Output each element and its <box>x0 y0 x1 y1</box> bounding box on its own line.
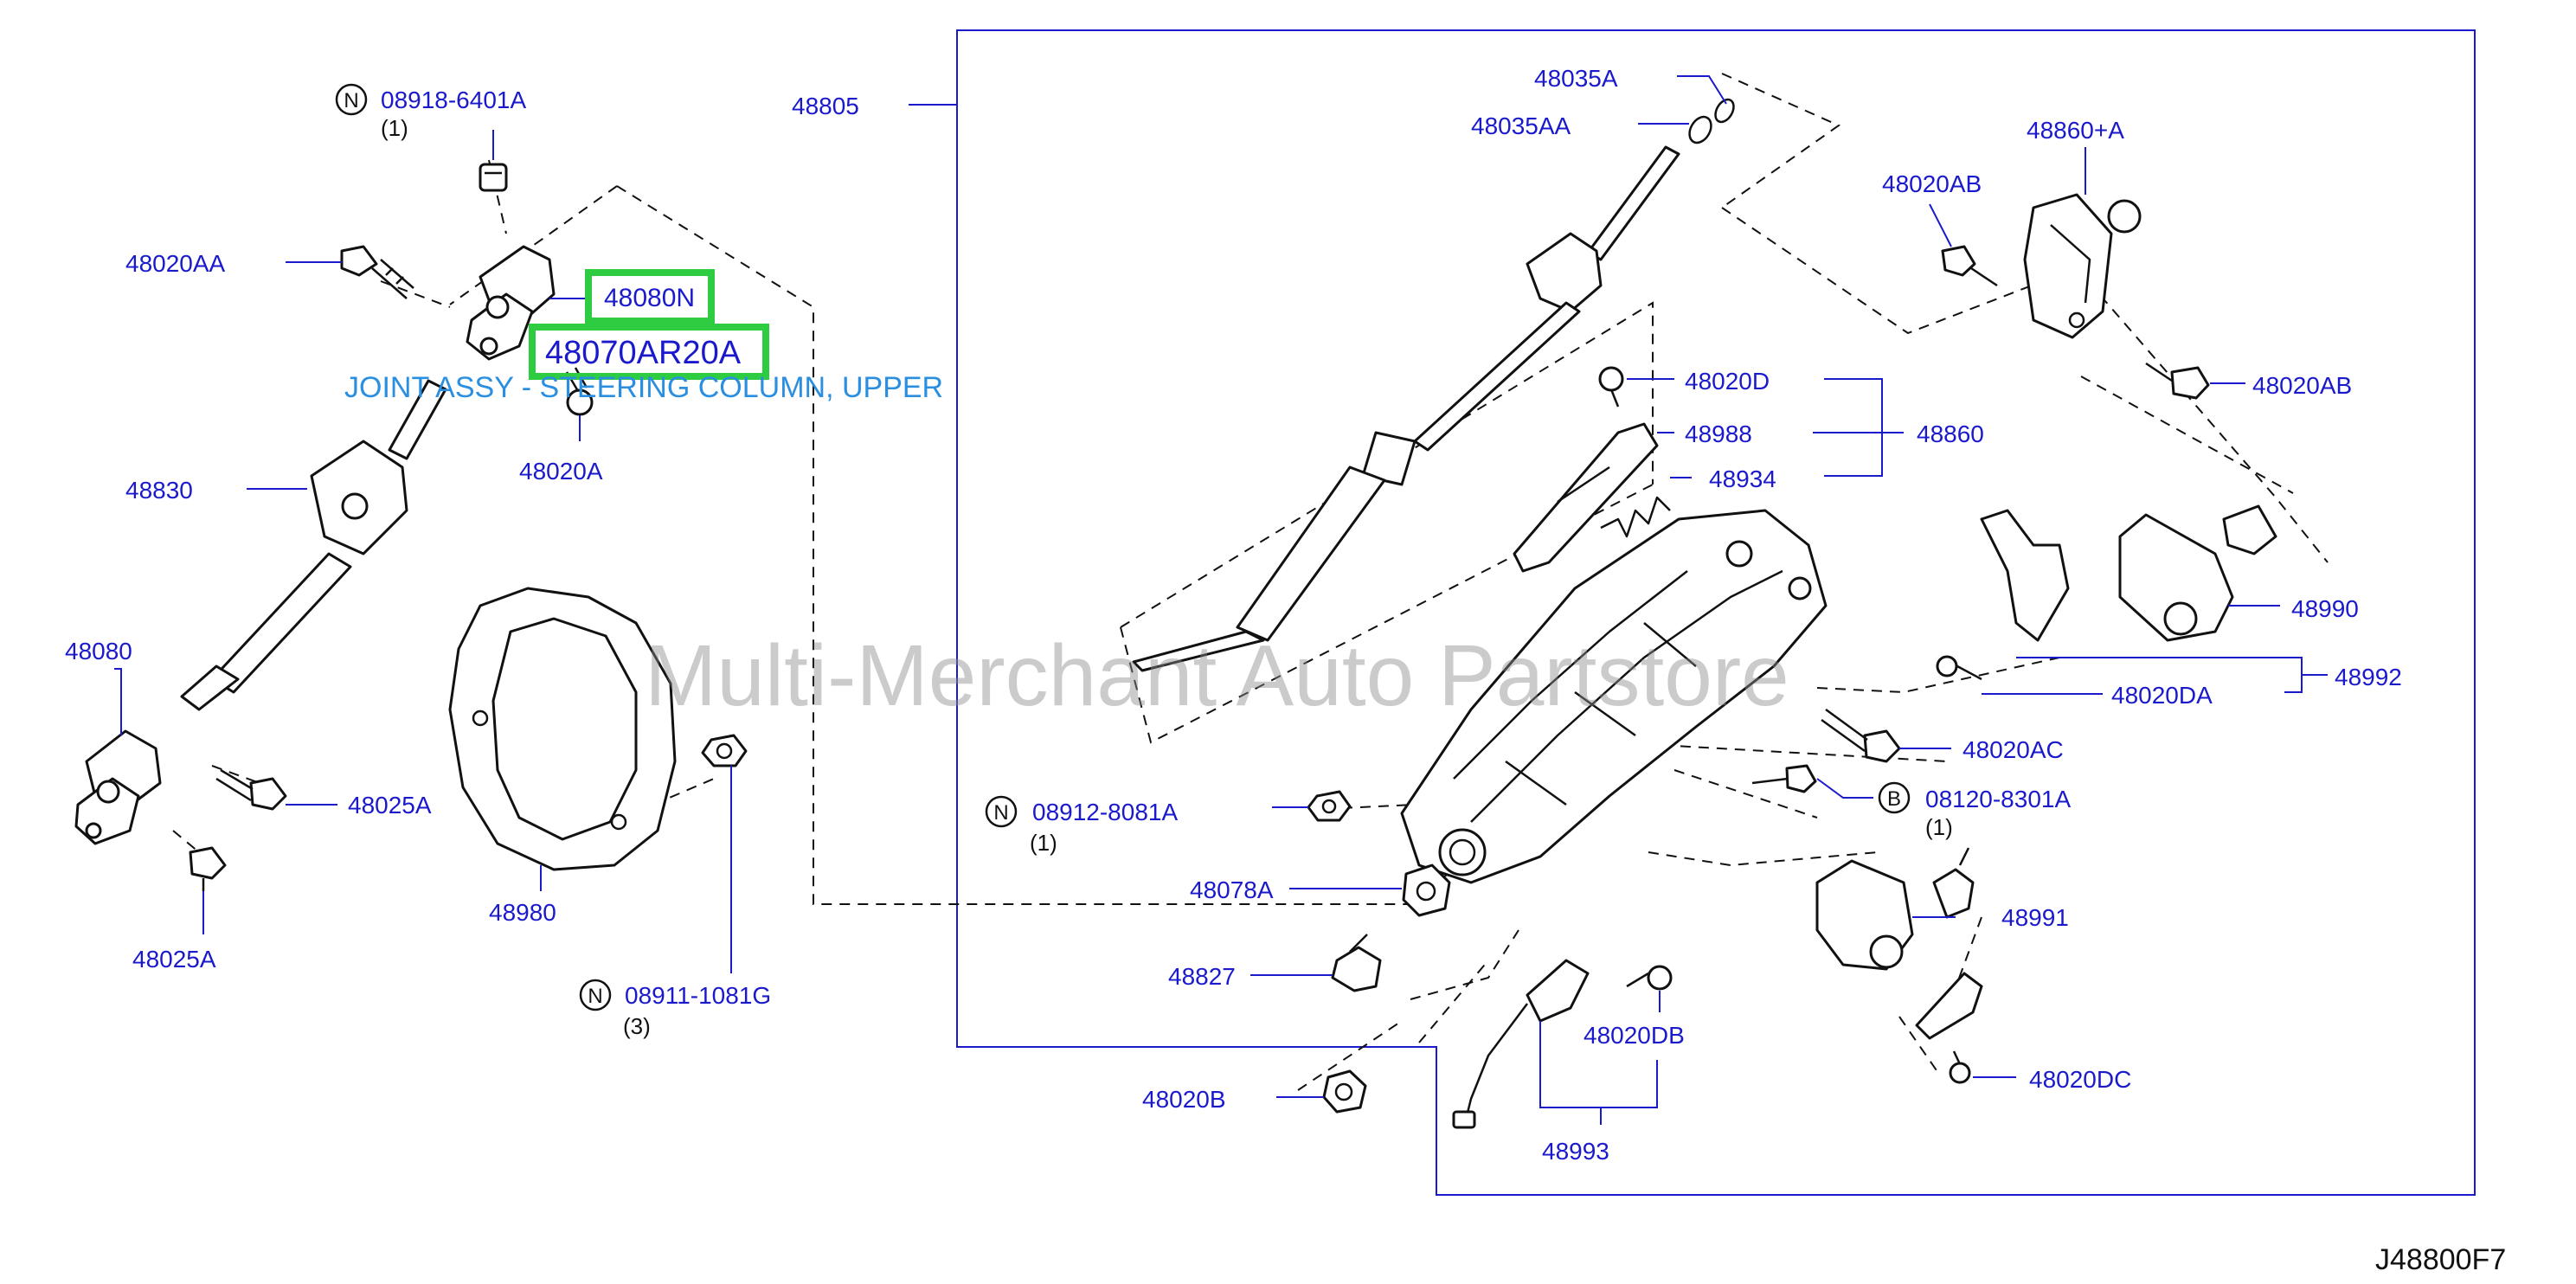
column-housing <box>1400 509 1828 884</box>
qty-08912: (1) <box>1030 830 1057 856</box>
label-48020D: 48020D <box>1685 368 1770 395</box>
switch-48991 <box>1815 847 1975 971</box>
nut-48078A <box>1402 863 1451 917</box>
symbol-n-08918: N <box>344 89 358 112</box>
sensor-48993 <box>1452 959 1590 1129</box>
label-48020AB-upper: 48020AB <box>1882 170 1982 197</box>
bracket-48860A <box>2023 193 2142 339</box>
label-48025A-upper: 48025A <box>348 792 432 819</box>
boot-48980 <box>448 587 677 871</box>
bolt-48020AA <box>340 245 414 299</box>
label-48993: 48993 <box>1542 1138 1609 1165</box>
nut-08911 <box>701 734 748 767</box>
nut-08912 <box>1307 790 1352 822</box>
diagram-reference: J48800F7 <box>2375 1243 2506 1276</box>
label-48020AB-lower: 48020AB <box>2252 372 2352 399</box>
assembly-frame <box>956 29 2476 1196</box>
label-48035AA: 48035AA <box>1471 112 1571 139</box>
label-48934: 48934 <box>1709 465 1776 492</box>
symbol-n-08911: N <box>588 985 602 1008</box>
label-48020DB: 48020DB <box>1584 1022 1685 1049</box>
bolt-48020DC <box>1949 1050 1971 1084</box>
joint-48080 <box>74 729 162 845</box>
label-48860A: 48860+A <box>2027 117 2124 144</box>
nut-08918 <box>479 163 508 192</box>
qty-08120: (1) <box>1925 814 1953 840</box>
highlight-label-48070AR20A[interactable]: 48070AR20A <box>545 335 742 371</box>
label-48980: 48980 <box>489 899 556 926</box>
label-48020B: 48020B <box>1142 1086 1226 1113</box>
highlight-label-48080N[interactable]: 48080N <box>604 284 695 312</box>
label-48860: 48860 <box>1917 421 1984 447</box>
label-48020AA: 48020AA <box>125 250 226 277</box>
upper-shaft-48805 <box>1132 145 1680 672</box>
label-08918-6401A: 08918-6401A <box>381 87 526 113</box>
bolt-08120 <box>1751 764 1817 793</box>
label-48992: 48992 <box>2335 664 2402 690</box>
spring-48934 <box>1600 496 1671 538</box>
joint-48080N <box>466 245 556 361</box>
o-rings-48035 <box>1688 98 1735 144</box>
highlight-description: JOINT ASSY - STEERING COLUMN, UPPER <box>344 371 943 404</box>
watermark: Multi-Merchant Auto Partstore <box>645 627 1789 724</box>
label-48805: 48805 <box>792 93 859 119</box>
nut-48020B <box>1322 1069 1367 1114</box>
label-48078A: 48078A <box>1190 876 1274 903</box>
bolt-48020AB-upper <box>1941 245 1998 287</box>
label-08911-1081G: 08911-1081G <box>625 982 771 1009</box>
label-48020DA: 48020DA <box>2111 682 2213 709</box>
shaft-48830 <box>180 379 447 711</box>
symbol-b-08120: B <box>1887 787 1901 811</box>
label-48080: 48080 <box>65 638 132 664</box>
label-48990: 48990 <box>2291 595 2359 622</box>
label-48025A-lower: 48025A <box>132 946 216 973</box>
bolt-48025A-upper <box>215 768 287 811</box>
bolt-48020AC <box>1821 708 1901 763</box>
label-48020DC: 48020DC <box>2029 1066 2131 1093</box>
lever-48988 <box>1513 422 1659 573</box>
label-48035A: 48035A <box>1534 65 1618 92</box>
qty-08911: (3) <box>623 1013 651 1039</box>
label-48020A: 48020A <box>519 458 603 485</box>
bracket-48991-lower <box>1915 972 1983 1040</box>
label-08120-8301A: 08120-8301A <box>1925 786 2071 812</box>
highlight-box-48080N[interactable] <box>585 269 715 324</box>
label-48827: 48827 <box>1168 963 1236 990</box>
highlight-box-48070AR20A[interactable] <box>529 324 769 380</box>
switch-48990 <box>1980 504 2277 642</box>
label-48020AC: 48020AC <box>1963 736 2064 763</box>
bolt-48020AB-lower <box>2145 362 2210 400</box>
clip-48827 <box>1331 934 1382 992</box>
label-48830: 48830 <box>125 477 193 504</box>
bolt-48020DA <box>1936 655 1982 681</box>
symbol-n-08912: N <box>993 801 1008 825</box>
label-48988: 48988 <box>1685 421 1752 447</box>
label-48991: 48991 <box>2001 904 2069 931</box>
bolt-48025A-lower <box>189 846 227 891</box>
label-08912-8081A: 08912-8081A <box>1032 799 1178 825</box>
bolt-48020D <box>1598 366 1624 408</box>
bolt-48020DB <box>1626 965 1673 991</box>
qty-08918: (1) <box>381 115 408 141</box>
